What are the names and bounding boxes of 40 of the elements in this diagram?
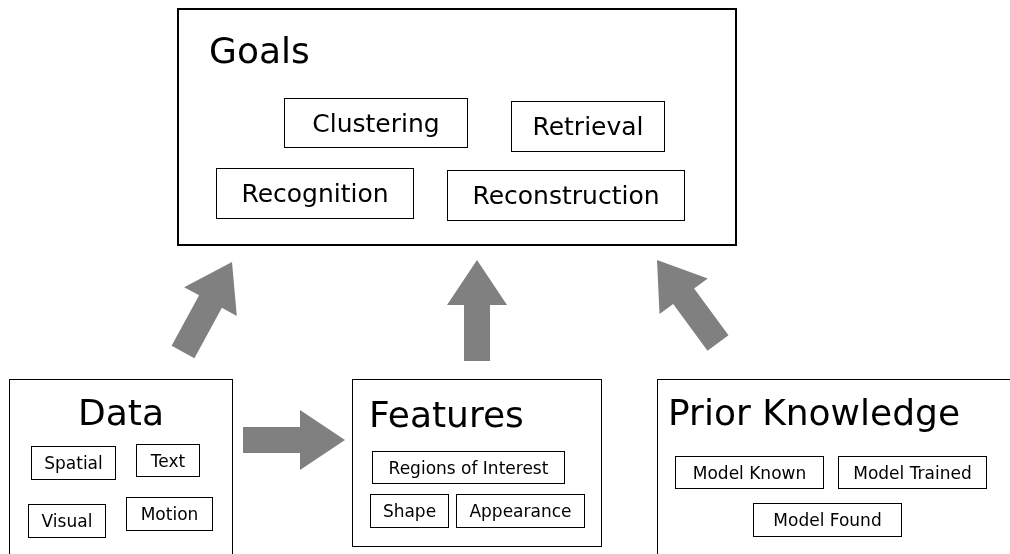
item-label: Recognition: [241, 179, 389, 208]
item-label: Spatial: [44, 453, 103, 473]
item-box: [511, 101, 665, 152]
item-label: Model Found: [773, 510, 882, 530]
item-label: Model Known: [692, 462, 807, 483]
item-label: Retrieval: [532, 112, 644, 141]
group-title: Data: [77, 392, 165, 433]
group-title: Prior Knowledge: [668, 392, 961, 433]
item-box: [31, 446, 116, 480]
group-box: [177, 8, 737, 246]
item-label: Appearance: [469, 501, 572, 521]
item-box: [838, 456, 987, 489]
item-box: [447, 170, 685, 221]
item-box: [216, 168, 414, 219]
item-label: Clustering: [312, 108, 440, 138]
block-arrow: [171, 262, 237, 359]
item-box: [284, 98, 468, 148]
group-title: Goals: [209, 30, 310, 71]
item-box: [372, 451, 565, 484]
item-box: [126, 497, 213, 531]
item-box: [136, 444, 200, 477]
item-label: Regions of Interest: [388, 457, 549, 478]
group-box: [657, 379, 1010, 554]
item-box: [370, 494, 449, 528]
item-label: Reconstruction: [472, 181, 660, 210]
item-label: Text: [150, 450, 186, 471]
block-arrow: [447, 260, 507, 361]
item-box: [456, 494, 585, 528]
block-arrow: [243, 410, 345, 470]
item-label: Model Trained: [853, 462, 972, 483]
item-label: Motion: [140, 504, 199, 524]
group-box: [352, 379, 602, 547]
item-box: [28, 504, 106, 538]
item-label: Visual: [41, 511, 93, 531]
item-box: [675, 456, 824, 489]
group-box: [9, 379, 233, 554]
item-label: Shape: [382, 501, 437, 521]
item-box: [753, 503, 902, 537]
block-arrow: [657, 260, 729, 351]
group-title: Features: [369, 394, 524, 435]
